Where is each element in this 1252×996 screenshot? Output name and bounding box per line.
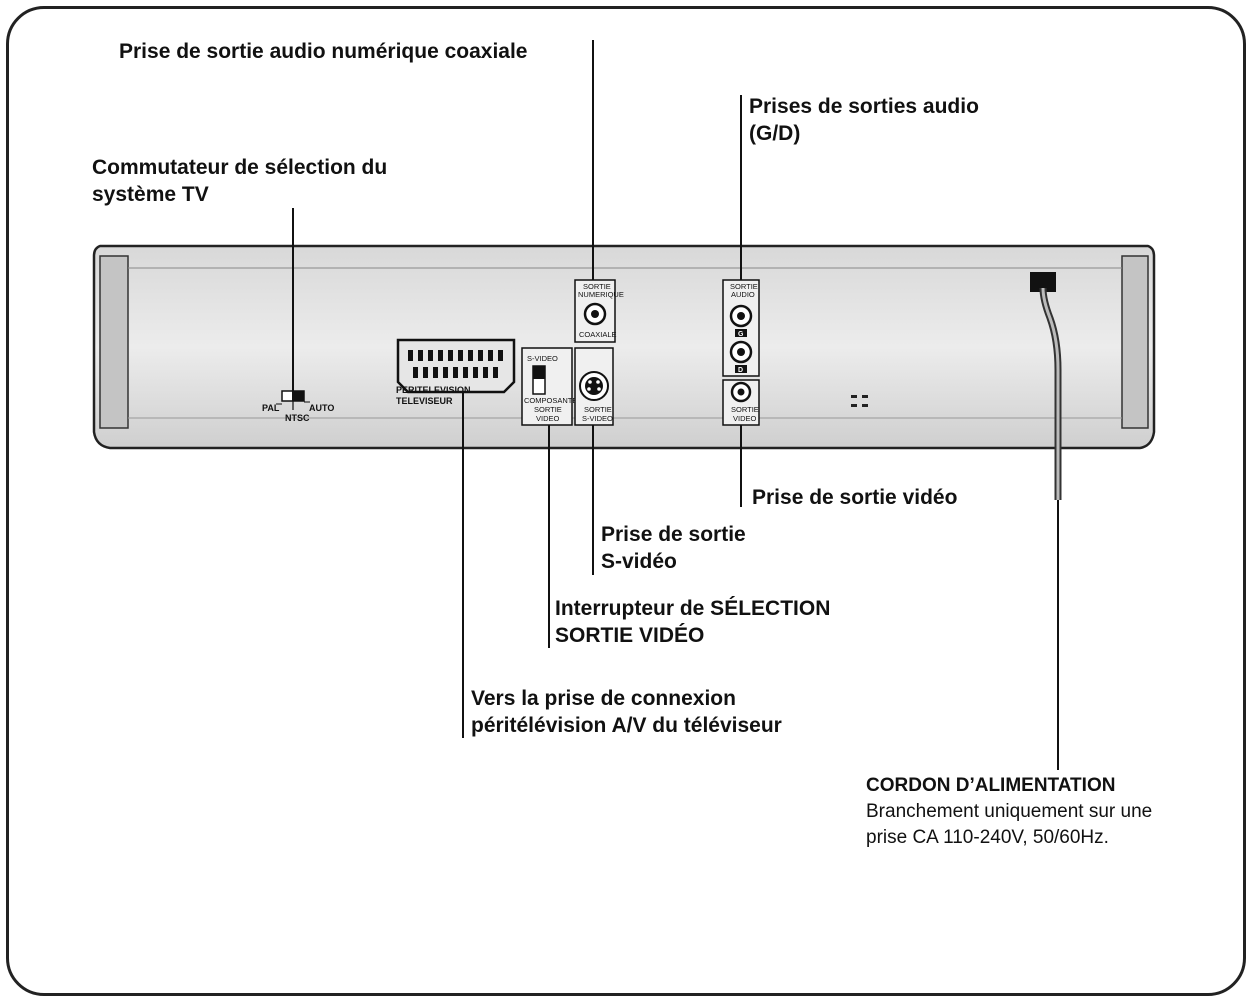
svg-text:SORTIE: SORTIE	[534, 405, 562, 414]
svideo-jack: SORTIE S-VIDEO	[574, 347, 614, 426]
callout-scart-line1: Vers la prise de connexion	[471, 687, 736, 710]
chassis-right-end	[1121, 255, 1149, 429]
callout-power-title: CORDON D’ALIMENTATION	[866, 775, 1116, 796]
video-select-switch: S-VIDEO COMPOSANTE SORTIE VIDEO	[521, 347, 577, 426]
svg-text:PERITELEVISION: PERITELEVISION	[396, 385, 471, 395]
leader-scart	[462, 392, 464, 738]
video-jack: SORTIE VIDEO	[722, 379, 760, 426]
leader-audio	[740, 95, 742, 280]
callout-video-select-line1: Interrupteur de SÉLECTION	[555, 597, 831, 620]
callout-svideo-line2: S-vidéo	[601, 550, 677, 573]
svg-text:NTSC: NTSC	[285, 413, 310, 423]
svg-text:SORTIE: SORTIE	[730, 282, 758, 291]
callout-video-select: Interrupteur de SÉLECTION SORTIE VIDÉO	[555, 595, 830, 649]
callout-audio-out-line2: (G/D)	[749, 122, 801, 145]
callout-svideo: Prise de sortie S-vidéo	[601, 521, 746, 575]
callout-audio-out: Prises de sorties audio (G/D)	[749, 93, 979, 147]
svg-text:TELEVISEUR: TELEVISEUR	[396, 396, 453, 406]
callout-coax-digital-out: Prise de sortie audio numérique coaxiale	[119, 40, 528, 63]
callout-power-line2: prise CA 110-240V, 50/60Hz.	[866, 827, 1109, 848]
svg-text:VIDEO: VIDEO	[733, 414, 757, 423]
svg-text:SORTIE: SORTIE	[731, 405, 759, 414]
callout-svideo-line1: Prise de sortie	[601, 523, 746, 546]
callout-tv-system: Commutateur de sélection du système TV	[92, 154, 387, 208]
chassis	[92, 244, 1156, 450]
chassis-left-end	[99, 255, 129, 429]
svg-text:S-VIDEO: S-VIDEO	[527, 354, 558, 363]
callout-scart: Vers la prise de connexion péritélévisio…	[471, 685, 782, 739]
svg-text:D: D	[738, 367, 743, 374]
leader-video-select	[548, 425, 550, 648]
leader-tv-system	[292, 208, 294, 392]
svg-text:SORTIE: SORTIE	[584, 405, 612, 414]
callout-scart-line2: péritélévision A/V du téléviseur	[471, 714, 782, 737]
svg-text:G: G	[738, 331, 744, 338]
callout-video-select-line2: SORTIE VIDÉO	[555, 624, 705, 647]
vent-slots	[851, 395, 868, 407]
coaxial-jack: SORTIE NUMERIQUE COAXIALE	[574, 279, 624, 343]
leader-coax	[592, 40, 594, 280]
callout-video-out: Prise de sortie vidéo	[752, 486, 958, 509]
svg-text:COAXIALE: COAXIALE	[579, 330, 617, 339]
svg-text:AUDIO: AUDIO	[731, 290, 755, 299]
svg-text:SORTIE: SORTIE	[583, 282, 611, 291]
leader-video-out	[740, 425, 742, 507]
svg-text:S-VIDEO: S-VIDEO	[582, 414, 613, 423]
svg-text:COMPOSANTE: COMPOSANTE	[524, 396, 577, 405]
callout-power: CORDON D’ALIMENTATION Branchement unique…	[866, 773, 1152, 851]
audio-jacks: SORTIE AUDIO G D	[722, 279, 760, 377]
svg-text:PAL: PAL	[262, 403, 280, 413]
power-cord	[1030, 272, 1062, 770]
scart-connector: PERITELEVISION TELEVISEUR	[396, 338, 516, 406]
device-rear-panel: PAL AUTO NTSC PERITELEVISION TELEVISEUR …	[92, 244, 1156, 770]
svg-text:NUMERIQUE: NUMERIQUE	[578, 290, 624, 299]
callout-tv-system-line2: système TV	[92, 183, 209, 206]
leader-svideo	[592, 425, 594, 575]
svg-text:VIDEO: VIDEO	[536, 414, 560, 423]
callout-audio-out-line1: Prises de sorties audio	[749, 95, 979, 118]
svg-text:AUTO: AUTO	[309, 403, 334, 413]
callout-power-line1: Branchement uniquement sur une	[866, 801, 1153, 822]
tv-system-switch: PAL AUTO NTSC	[262, 390, 334, 423]
callout-tv-system-line1: Commutateur de sélection du	[92, 156, 388, 179]
